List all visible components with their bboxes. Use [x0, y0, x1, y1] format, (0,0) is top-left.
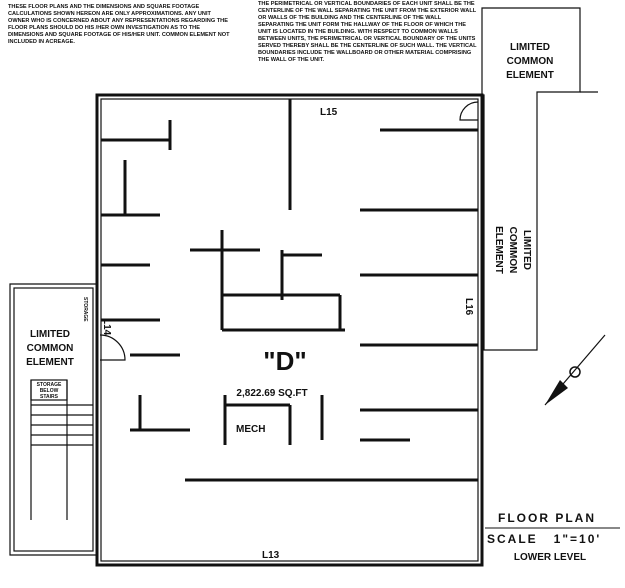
line-label-bottom: L13	[262, 550, 280, 561]
title-block-level: LOWER LEVEL	[514, 552, 586, 563]
disclaimer-note: THESE FLOOR PLANS AND THE DIMENSIONS AND…	[8, 4, 230, 45]
title-block-scale: SCALE 1"=10'	[487, 532, 601, 546]
common-area-left	[9, 283, 98, 556]
unit-outline	[95, 93, 484, 567]
unit-area: 2,822.69 SQ.FT	[236, 388, 307, 399]
storage-label: STORAGE	[82, 297, 88, 322]
boundary-note: THE PERIMETRICAL OR VERTICAL BOUNDARIES …	[258, 1, 477, 63]
line-label-right: L16	[463, 298, 474, 316]
mech-label: MECH	[236, 424, 265, 435]
line-label-left: L14	[101, 318, 112, 336]
unit-name: "D"	[263, 346, 306, 376]
interior-walls	[101, 99, 478, 482]
title-block-title: FLOOR PLAN	[498, 511, 596, 525]
door-top-right[interactable]	[459, 101, 479, 121]
stairs	[30, 379, 93, 520]
north-arrow-icon	[544, 334, 606, 406]
common-right-label: LIMITEDCOMMONELEMENT	[493, 226, 532, 274]
door-left[interactable]	[99, 334, 126, 361]
line-label-top: L15	[320, 107, 338, 118]
